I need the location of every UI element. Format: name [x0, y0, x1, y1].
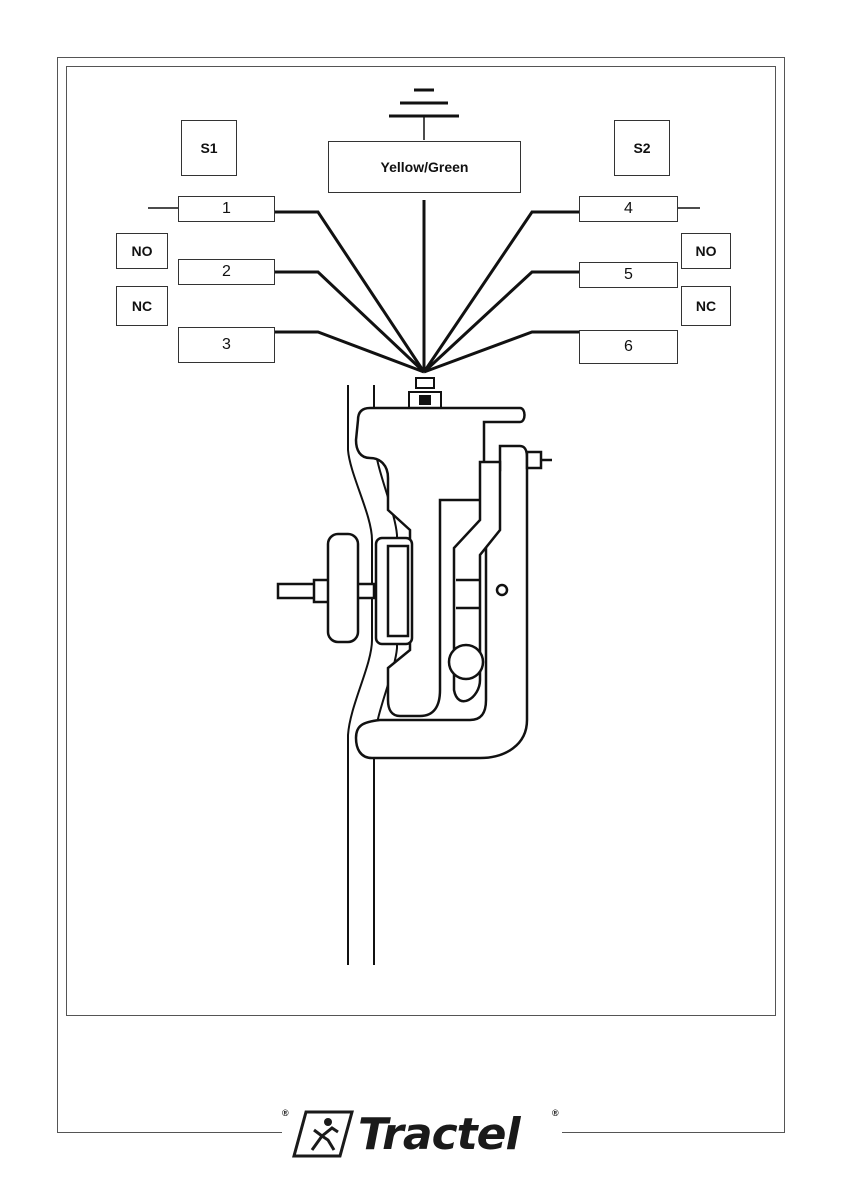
ground-symbol — [389, 90, 459, 140]
cable-connector — [409, 378, 441, 408]
switch-s1-label: S1 — [181, 120, 237, 176]
terminal-2: 2 — [178, 259, 275, 285]
terminal-5: 5 — [579, 262, 678, 288]
switch-s2-label: S2 — [614, 120, 670, 176]
registered-mark-right: ® — [552, 1108, 559, 1118]
left-nc-label: NC — [116, 286, 168, 326]
brand-name: Tractel — [358, 1109, 520, 1160]
terminal-6: 6 — [579, 330, 678, 364]
terminal-3: 3 — [178, 327, 275, 363]
left-no-label: NO — [116, 233, 168, 269]
clamp-screw — [278, 534, 412, 644]
tractel-logo-icon — [292, 1110, 354, 1158]
right-nc-label: NC — [681, 286, 731, 326]
tractel-logo: ® Tractel ® — [282, 1104, 562, 1164]
ground-wire-label: Yellow/Green — [328, 141, 521, 193]
registered-mark-left: ® — [282, 1108, 289, 1118]
terminal-1: 1 — [178, 196, 275, 222]
right-no-label: NO — [681, 233, 731, 269]
terminal-4: 4 — [579, 196, 678, 222]
wire-bundle — [275, 200, 579, 372]
